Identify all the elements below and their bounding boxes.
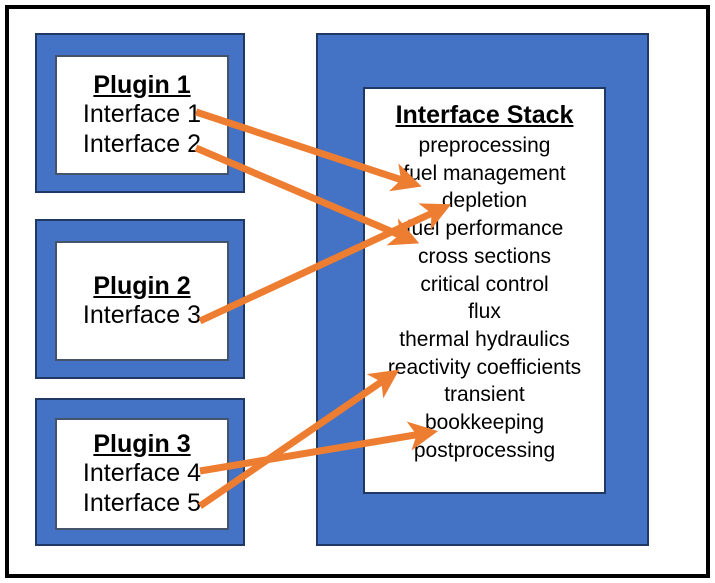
plugin-1-title: Plugin 1 <box>93 70 191 99</box>
plugin-card-3[interactable]: Plugin 3 Interface 4 Interface 5 <box>35 398 245 546</box>
stack-item-fuel-performance[interactable]: fuel performance <box>405 217 564 241</box>
interface-stack-title: Interface Stack <box>395 101 574 129</box>
interface-stack-inner-panel: Interface Stack preprocessing fuel manag… <box>363 87 606 494</box>
stack-item-critical-control[interactable]: critical control <box>420 272 549 296</box>
stack-item-depletion[interactable]: depletion <box>441 189 528 213</box>
plugin-1-interface-1[interactable]: Interface 1 <box>82 100 202 129</box>
plugin-1-interface-2[interactable]: Interface 2 <box>82 129 202 158</box>
stack-item-reactivity-coefficients[interactable]: reactivity coefficients <box>387 355 582 379</box>
stack-item-postprocessing[interactable]: postprocessing <box>413 438 556 462</box>
plugin-3-interface-4[interactable]: Interface 4 <box>82 459 202 488</box>
plugin-card-2[interactable]: Plugin 2 Interface 3 <box>35 219 245 379</box>
plugin-3-interface-5[interactable]: Interface 5 <box>82 488 202 517</box>
plugin-2-interface-3[interactable]: Interface 3 <box>82 301 202 329</box>
plugin-2-inner-panel: Plugin 2 Interface 3 <box>55 241 229 361</box>
stack-item-transient[interactable]: transient <box>444 383 525 407</box>
stack-item-thermal-hydraulics[interactable]: thermal hydraulics <box>399 328 570 352</box>
stack-item-cross-sections[interactable]: cross sections <box>417 244 552 268</box>
plugin-1-inner-panel: Plugin 1 Interface 1 Interface 2 <box>55 55 229 175</box>
interface-stack-card[interactable]: Interface Stack preprocessing fuel manag… <box>316 33 649 546</box>
stack-item-flux[interactable]: flux <box>468 300 501 324</box>
plugin-2-title: Plugin 2 <box>93 271 191 300</box>
plugin-3-inner-panel: Plugin 3 Interface 4 Interface 5 <box>55 418 229 530</box>
stack-item-fuel-management[interactable]: fuel management <box>403 161 566 185</box>
stack-item-bookkeeping[interactable]: bookkeeping <box>424 411 545 435</box>
plugin-3-title: Plugin 3 <box>93 429 191 458</box>
stack-item-preprocessing[interactable]: preprocessing <box>418 134 551 157</box>
plugin-card-1[interactable]: Plugin 1 Interface 1 Interface 2 <box>35 33 245 193</box>
